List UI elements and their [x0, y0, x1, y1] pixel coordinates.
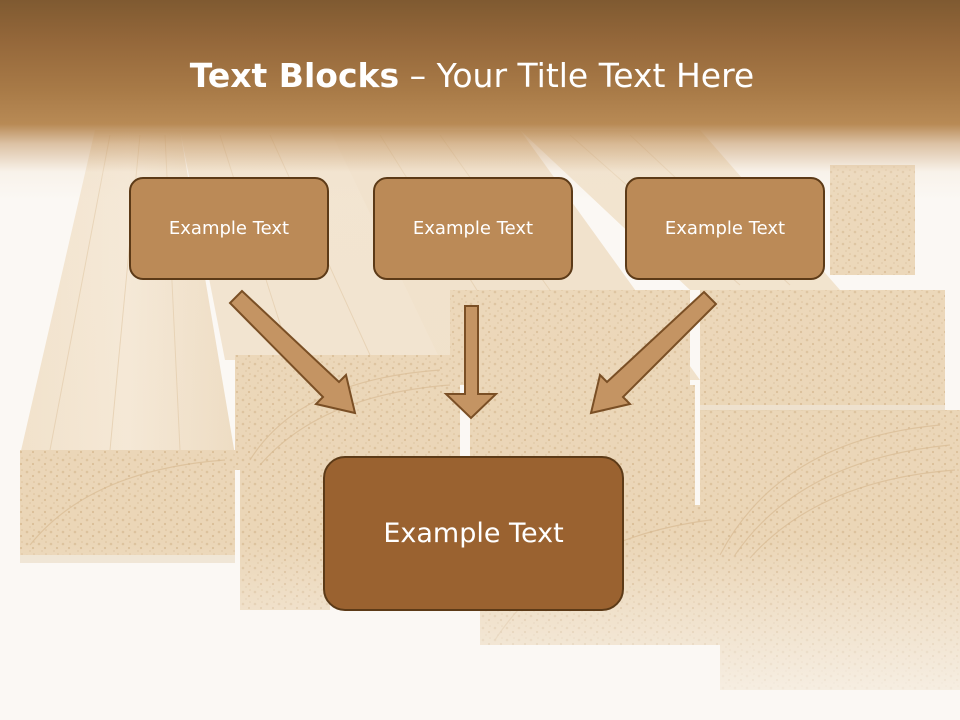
- text-block-3[interactable]: Example Text: [625, 177, 825, 280]
- title-dash: –: [399, 56, 437, 95]
- text-block-2[interactable]: Example Text: [373, 177, 573, 280]
- arrow-right-icon: [589, 290, 718, 415]
- header-band: [0, 0, 960, 200]
- slide-title: Text Blocks – Your Title Text Here: [0, 54, 944, 98]
- text-block-1-label: Example Text: [168, 218, 290, 239]
- main-text-block[interactable]: Example Text: [323, 456, 624, 611]
- arrow-left-icon: [228, 289, 357, 415]
- title-regular-part: Your Title Text Here: [436, 56, 755, 95]
- title-bold-part: Text Blocks: [189, 56, 400, 95]
- text-block-3-label: Example Text: [664, 218, 786, 239]
- arrow-down-icon: [443, 305, 499, 420]
- main-text-block-label: Example Text: [383, 518, 564, 549]
- text-block-2-label: Example Text: [412, 218, 534, 239]
- text-block-1[interactable]: Example Text: [129, 177, 329, 280]
